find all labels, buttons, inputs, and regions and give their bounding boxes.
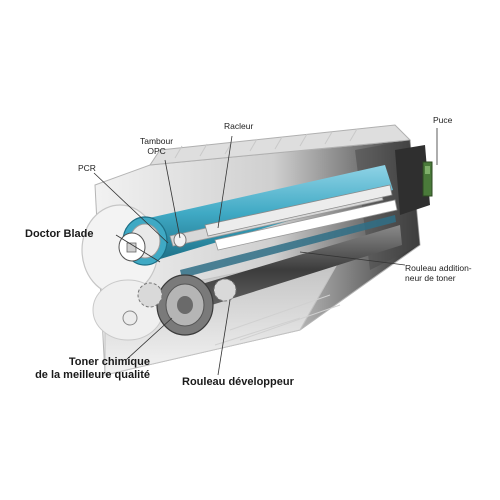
leader-lines bbox=[93, 128, 438, 376]
label-rouleau-additionneur: Rouleau addition- neur de toner bbox=[405, 263, 472, 284]
label-puce: Puce bbox=[433, 115, 453, 125]
developer-roller-graphic bbox=[122, 215, 402, 336]
label-rouleau-additionneur-line1: Rouleau addition- bbox=[405, 263, 472, 273]
label-tambour-line1: Tambour bbox=[140, 136, 174, 146]
label-rouleau-developpeur: Rouleau développeur bbox=[182, 376, 294, 388]
label-rouleau-additionneur-line2: neur de toner bbox=[405, 272, 456, 283]
label-pcr: PCR bbox=[78, 163, 96, 173]
chip-graphic bbox=[422, 161, 433, 197]
label-toner: Toner chimique de la meilleure qualité bbox=[32, 356, 150, 381]
label-tambour-line2: OPC bbox=[147, 145, 166, 156]
label-racleur: Racleur bbox=[224, 121, 254, 131]
label-doctor-blade: Doctor Blade bbox=[25, 228, 94, 240]
label-toner-line1: Toner chimique bbox=[68, 356, 150, 368]
label-tambour-opc: Tambour OPC bbox=[140, 136, 174, 157]
wiper-blade-graphic bbox=[204, 184, 398, 251]
toner-hopper-graphic bbox=[214, 294, 341, 346]
label-toner-line2: de la meilleure qualité bbox=[35, 368, 150, 381]
